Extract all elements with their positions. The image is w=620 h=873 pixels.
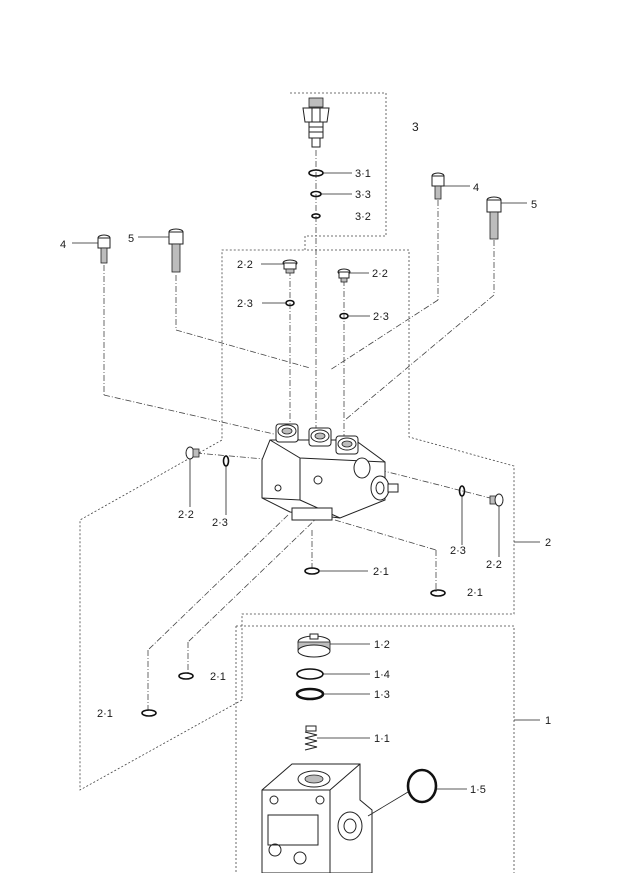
callout-2-3-topleft: 2·3	[237, 298, 253, 310]
callout-2-2-topleft: 2·2	[237, 259, 253, 271]
plug-2-2-topleft	[282, 259, 298, 274]
callout-1-5: 1·5	[470, 784, 486, 796]
callout-2-1-right: 2·1	[467, 587, 483, 599]
plug-2-2-midright	[489, 493, 504, 507]
callout-2-3-midleft: 2·3	[212, 517, 228, 529]
o-ring-2-1-lowcenter	[178, 672, 194, 680]
callout-3-3: 3·3	[355, 189, 371, 201]
callout-2-2-topright: 2·2	[372, 268, 388, 280]
o-ring-1-5	[406, 768, 438, 804]
snap-ring-1-4	[296, 668, 324, 680]
callout-2-1-lowleft: 2·1	[97, 708, 113, 720]
cap-1-2	[297, 633, 331, 658]
callout-2-3-topright: 2·3	[373, 311, 389, 323]
callout-1-4: 1·4	[374, 669, 390, 681]
valve-body-2	[261, 423, 399, 521]
group-3-boundary	[290, 92, 387, 237]
o-ring-2-1-lowleft	[141, 709, 157, 717]
plug-2-2-topright	[337, 268, 351, 283]
group-boundaries	[79, 92, 515, 873]
valve-body-1	[261, 763, 373, 873]
callout-2-2-midright: 2·2	[486, 559, 502, 571]
group-2-boundary	[79, 236, 515, 791]
relief-valve-cartridge	[302, 97, 330, 148]
group-1-boundary	[235, 625, 515, 873]
callout-2: 2	[545, 537, 551, 549]
bolt-4-left	[97, 234, 111, 264]
callout-1-1: 1·1	[374, 733, 390, 745]
callout-2-1-lowcenter: 2·1	[210, 671, 226, 683]
callout-2-2-midleft: 2·2	[178, 509, 194, 521]
o-ring-3-2	[311, 213, 321, 219]
spring-1-1	[304, 725, 318, 751]
callout-5-right: 5	[531, 199, 537, 211]
bolt-5-left	[168, 228, 184, 273]
plug-2-2-midleft	[185, 446, 200, 460]
callout-4-left: 4	[60, 239, 66, 251]
o-ring-2-3-midleft	[222, 455, 230, 467]
o-ring-2-3-midright	[458, 485, 466, 497]
callout-3-1: 3·1	[355, 168, 371, 180]
callout-1: 1	[545, 715, 551, 727]
callout-3: 3	[412, 120, 419, 134]
bolt-5-right	[486, 196, 502, 240]
callout-4-right: 4	[473, 182, 479, 194]
o-ring-2-1-right	[430, 589, 446, 597]
callout-5-left: 5	[128, 233, 134, 245]
callout-3-2: 3·2	[355, 211, 371, 223]
centerlines	[103, 150, 499, 712]
callout-1-2: 1·2	[374, 639, 390, 651]
callout-2-3-midright: 2·3	[450, 545, 466, 557]
bolt-4-right	[431, 172, 445, 200]
o-ring-1-3	[295, 687, 325, 701]
callout-2-1-center: 2·1	[373, 566, 389, 578]
callout-labels: 3 3·1 3·3 3·2 4 5 4 5 2·2 2·2 2·3 2·3 2·…	[60, 120, 551, 796]
leader-lines	[72, 172, 540, 817]
callout-1-3: 1·3	[374, 689, 390, 701]
